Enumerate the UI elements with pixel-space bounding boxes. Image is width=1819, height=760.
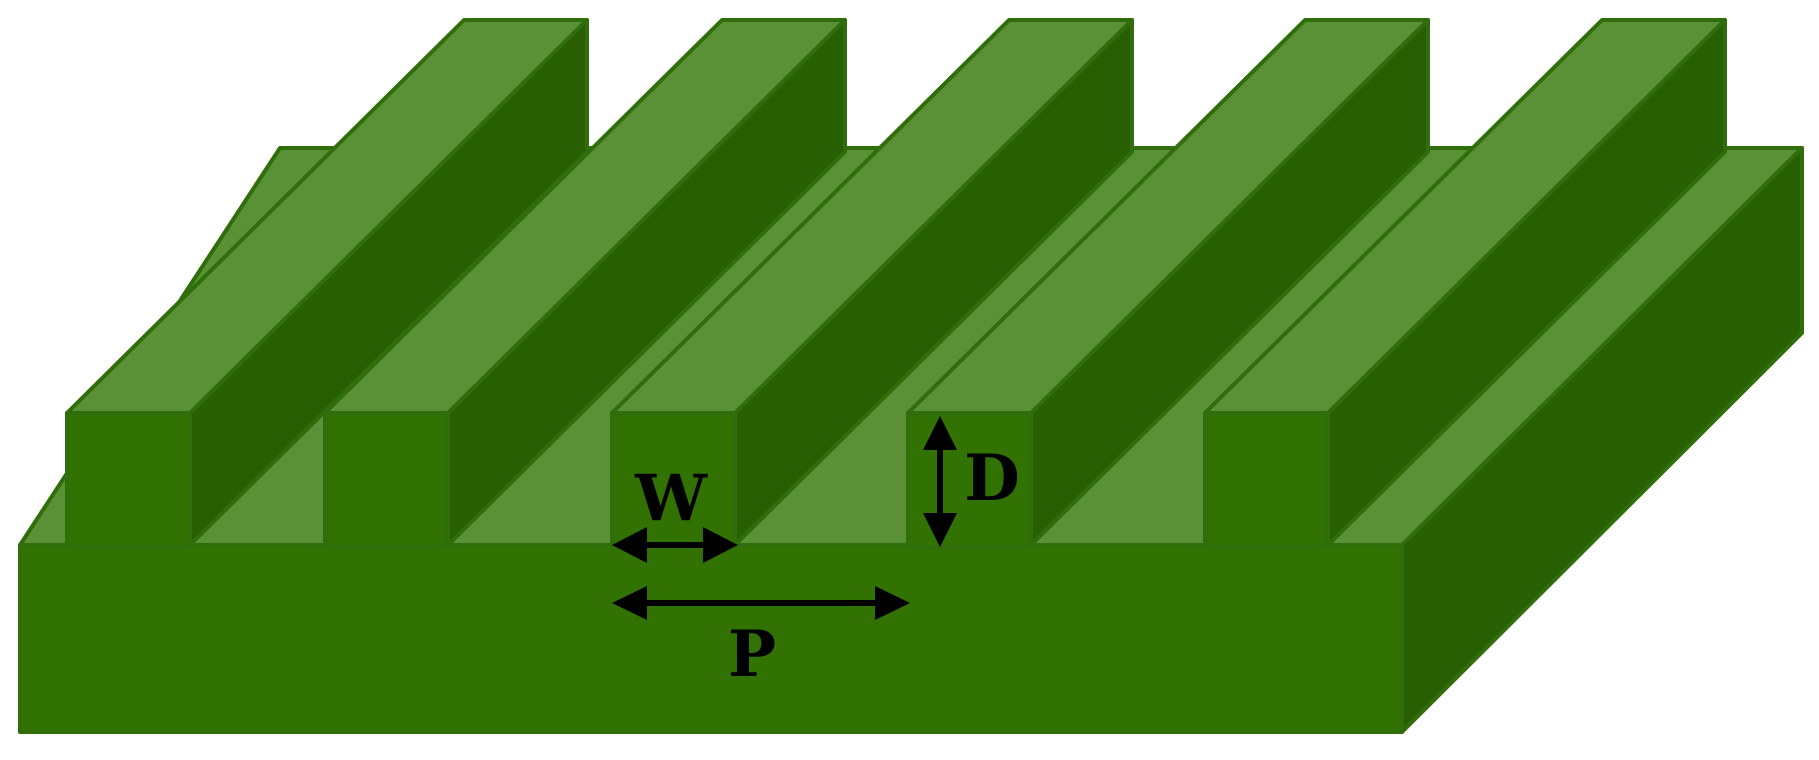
period-arrow-head-right — [875, 586, 910, 620]
period-label: P — [728, 617, 776, 692]
ridge-1 — [65, 18, 589, 549]
ridge-4 — [906, 18, 1430, 549]
ridge-5 — [1203, 18, 1727, 549]
width-arrow-head-left — [612, 527, 647, 563]
ridge-3 — [610, 18, 1134, 549]
ridges — [65, 18, 1727, 549]
depth-arrow-head-bottom — [923, 513, 957, 547]
ridge-front-face — [906, 411, 1033, 549]
depth-label: D — [964, 441, 1020, 516]
ridge-front-face — [65, 411, 192, 549]
period-arrow-head-left — [612, 586, 647, 620]
width-arrow-head-right — [703, 527, 738, 563]
ridge-front-face — [1203, 411, 1330, 549]
width-label: W — [634, 461, 708, 536]
width-dimension: W — [612, 461, 738, 563]
ridge-front-face — [610, 411, 737, 549]
period-dimension: P — [612, 586, 910, 692]
ridge-front-face — [323, 411, 450, 549]
depth-arrow-head-top — [923, 416, 957, 450]
ridge-2 — [323, 18, 847, 549]
depth-dimension: D — [923, 416, 1020, 547]
base-front-face — [18, 543, 1404, 734]
